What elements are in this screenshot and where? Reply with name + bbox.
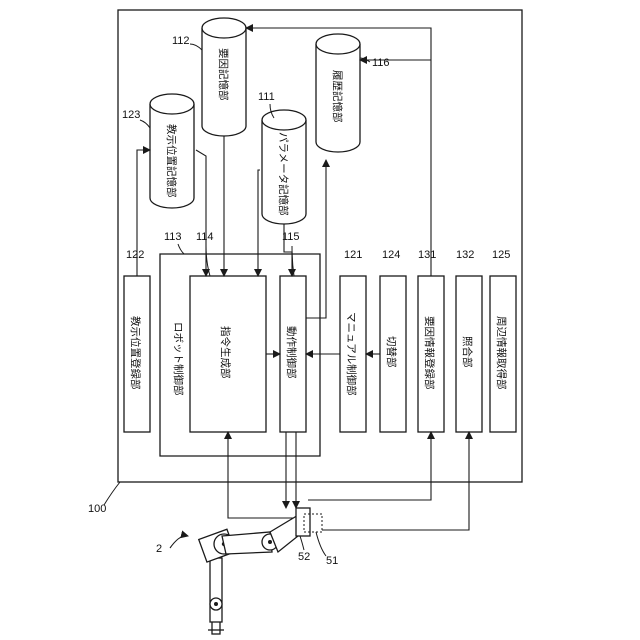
robot-controller-label: ロボット制御部 [172, 322, 185, 396]
collation-label: 照合部 [461, 336, 474, 368]
ref-125: 125 [492, 249, 510, 261]
ref-124: 124 [382, 249, 400, 261]
leader-2 [170, 536, 188, 548]
ref-115: 115 [282, 231, 300, 243]
ref-121: 121 [344, 249, 362, 261]
ref-123: 123 [122, 109, 140, 121]
ref-132: 132 [456, 249, 474, 261]
ref-114: 114 [196, 231, 214, 243]
ref-51: 51 [326, 555, 338, 567]
ref-52: 52 [298, 551, 310, 563]
command-generator-label: 指令生成部 [219, 326, 232, 379]
factor-info-register-label: 要因情報登録部 [423, 316, 436, 390]
switcher-label: 切替部 [385, 336, 398, 368]
teaching-position-storage-label: 教示位置記憶部 [165, 124, 178, 198]
manual-controller-label: マニュアル制御部 [345, 312, 358, 396]
motion-controller-label: 動作制御部 [285, 326, 298, 379]
ref-122: 122 [126, 249, 144, 261]
teaching-position-register-label: 教示位置登録部 [129, 316, 142, 390]
surroundings-acquisition-label: 周辺情報取得部 [495, 316, 508, 390]
leader-52 [300, 536, 304, 550]
factor-storage-label: 要因記憶部 [217, 48, 230, 101]
ref-100: 100 [88, 503, 106, 515]
ref-131: 131 [418, 249, 436, 261]
parameter-storage-label: パラメータ記憶部 [277, 132, 290, 216]
leader-100 [104, 482, 120, 505]
robot-arm [199, 508, 322, 634]
ref-111: 111 [258, 91, 275, 103]
ref-112: 112 [172, 35, 190, 47]
ref-113: 113 [164, 231, 182, 243]
history-storage-label: 履歴記憶部 [331, 70, 344, 123]
leader-51 [316, 532, 326, 556]
ref-2: 2 [156, 543, 162, 555]
ref-116: 116 [372, 57, 390, 69]
